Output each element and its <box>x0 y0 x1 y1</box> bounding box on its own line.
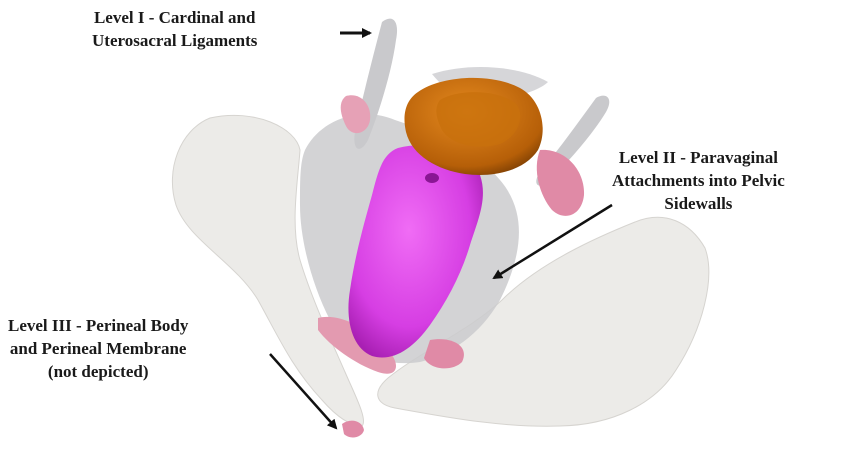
level3-line1: Level III - Perineal Body <box>8 314 188 337</box>
pink-tissue-right <box>537 150 584 216</box>
level2-line1: Level II - Paravaginal <box>612 146 785 169</box>
level3-line2: and Perineal Membrane <box>8 337 188 360</box>
level3-label: Level III - Perineal Body and Perineal M… <box>8 314 188 383</box>
level2-line3: Sidewalls <box>612 192 785 215</box>
level1-line2: Uterosacral Ligaments <box>92 29 257 52</box>
level1-label: Level I - Cardinal and Uterosacral Ligam… <box>92 6 257 52</box>
level3-line3: (not depicted) <box>8 360 188 383</box>
level1-line1: Level I - Cardinal and <box>92 6 257 29</box>
level2-label: Level II - Paravaginal Attachments into … <box>612 146 785 215</box>
level2-line2: Attachments into Pelvic <box>612 169 785 192</box>
cervix-opening <box>425 173 439 183</box>
